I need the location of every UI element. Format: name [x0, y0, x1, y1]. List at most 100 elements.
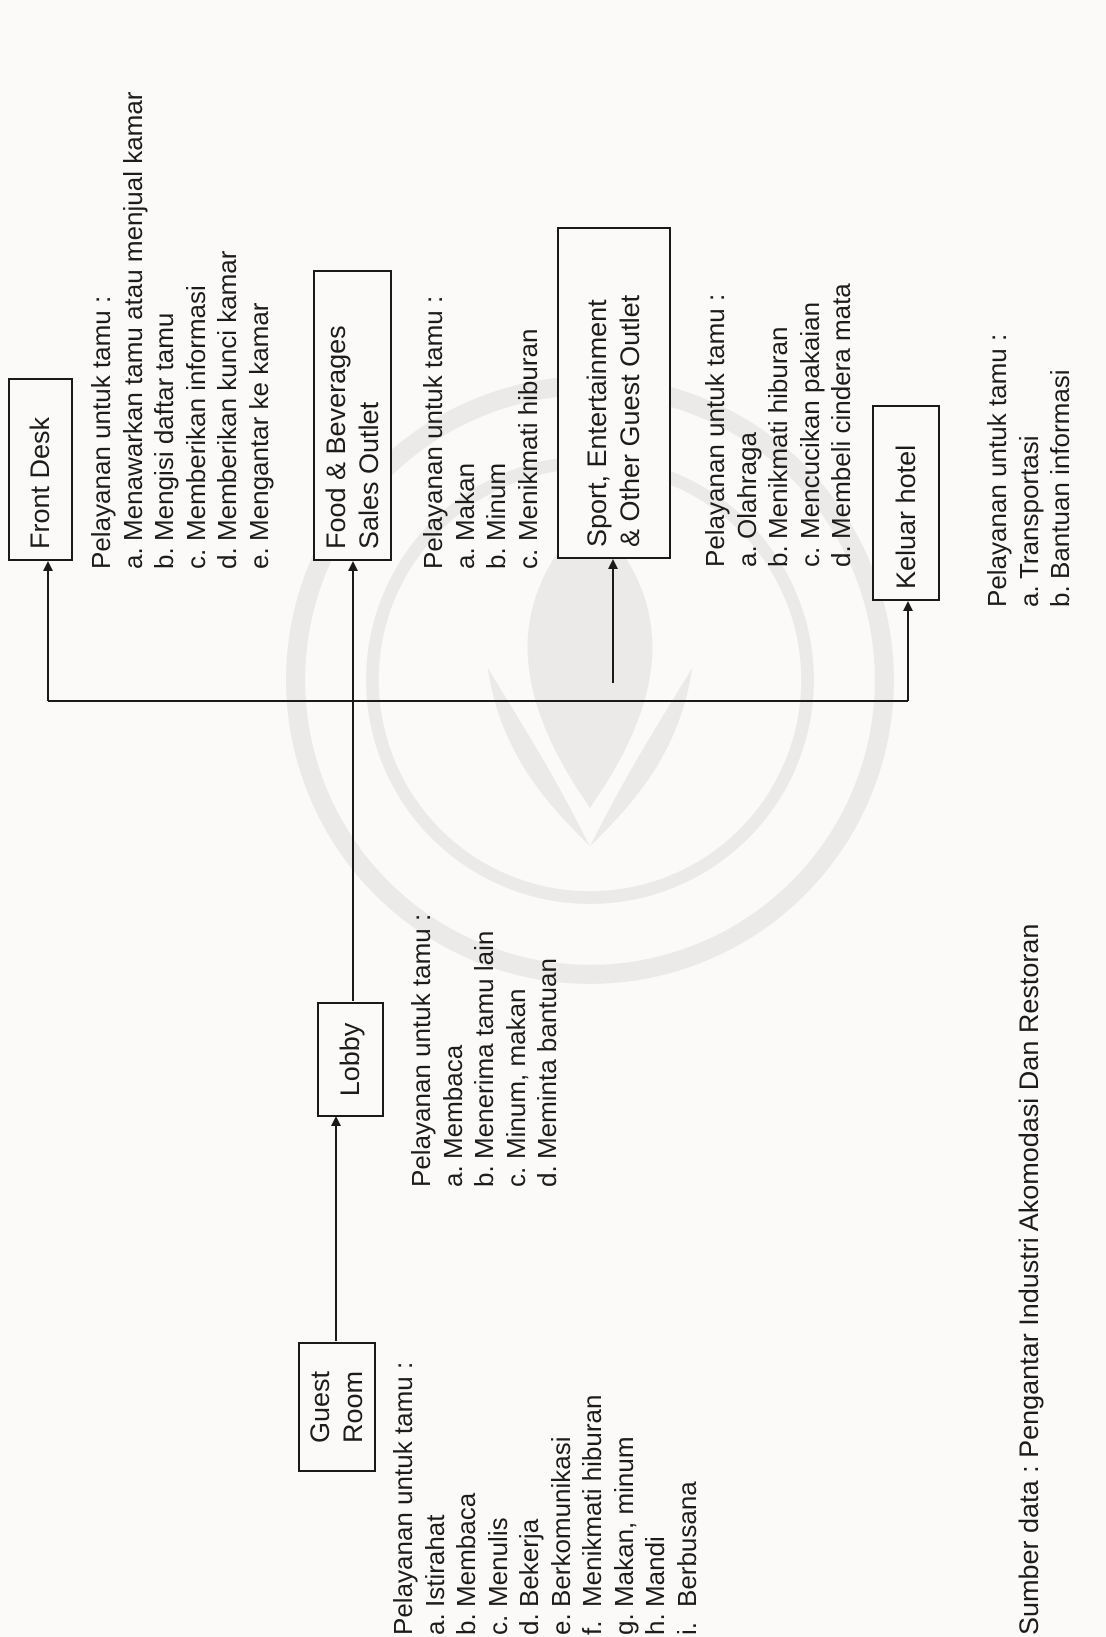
list-item: a. Olahraga [732, 283, 764, 567]
list-item: a. Makan [450, 296, 482, 569]
services-keluar-hotel-heading: Pelayanan untuk tamu : [982, 333, 1012, 607]
node-food-beverages: Food & Beverages Sales Outlet [313, 270, 392, 561]
list-marker: a. [117, 547, 148, 569]
list-item: e. Mengantar ke kamar [244, 92, 276, 569]
services-sport-outlet: Pelayanan untuk tamu : a. Olahraga b. Meni… [700, 283, 858, 567]
list-marker: a. [1013, 585, 1044, 607]
list-item: b. Minum [481, 296, 513, 569]
list-item: d. Bekerja [514, 1362, 546, 1635]
list-item: b. Membaca [451, 1362, 483, 1635]
list-marker: e. [545, 1613, 576, 1635]
list-item: a.Transportasi [1014, 334, 1046, 607]
list-item: c. Menikmati hiburan [513, 296, 545, 569]
list-marker: c. [512, 548, 543, 569]
list-marker: c. [482, 1614, 513, 1635]
list-text: Olahraga [731, 432, 762, 539]
list-text: Membaca [451, 1492, 481, 1607]
list-marker: d. [532, 1165, 562, 1187]
list-marker: b. [1045, 585, 1075, 607]
list-text: Makan, minum [608, 1436, 639, 1608]
list-marker: a. [419, 1613, 450, 1635]
node-front-desk-label: Front Desk [25, 416, 55, 549]
list-text: Menikmati hiburan [577, 1394, 607, 1607]
list-text: Meminta bantuan [532, 958, 562, 1159]
list-marker: a. [437, 1165, 468, 1187]
node-food-beverages-line-1: Food & Beverages [320, 325, 351, 549]
node-sport-outlet-line-1: Sport, Entertainment [582, 299, 612, 547]
list-text: Berbusana [671, 1481, 702, 1607]
list-item: c. Mencucikan pakaian [795, 283, 827, 567]
list-text: Menikmati hiburan [763, 326, 793, 539]
list-item: c. Menulis [483, 1362, 515, 1635]
list-item: d. Meminta bantuan [532, 914, 564, 1187]
list-text: Bekerja [514, 1518, 544, 1607]
list-marker: f. [577, 1620, 607, 1635]
services-front-desk-heading: Pelayanan untuk tamu : [86, 295, 116, 569]
list-item: b.Menerima tamu lain [469, 914, 501, 1187]
list-text: Berkomunikasi [545, 1436, 576, 1607]
list-marker: c. [180, 548, 211, 569]
list-item: h. Mandi [640, 1362, 672, 1635]
list-text: Makan [449, 462, 480, 541]
node-lobby-label: Lobby [335, 1022, 365, 1097]
node-lobby: Lobby [317, 1002, 384, 1117]
list-marker: c. [794, 546, 825, 567]
list-marker: a. [449, 547, 480, 569]
list-item: d. Memberikan kunci kamar [212, 92, 244, 569]
list-marker: a. [731, 545, 762, 567]
list-item: g. Makan, minum [608, 1362, 641, 1636]
list-text: Menikmati hiburan [512, 328, 543, 541]
node-keluar-hotel: Keluar hotel [872, 405, 940, 601]
source-note: Sumber data : Pengantar Industri Akomoda… [1014, 923, 1044, 1635]
list-text: Menulis [482, 1517, 513, 1607]
list-item: c.Memberikan informasi [181, 92, 213, 569]
node-sport-outlet-line-2: & Other Guest Outlet [615, 294, 645, 547]
list-item: c. Minum, makan [500, 914, 533, 1188]
node-keluar-hotel-label: Keluar hotel [890, 444, 921, 589]
list-marker: d. [212, 547, 242, 569]
list-text: Memberikan kunci kamar [212, 250, 242, 541]
list-item: i. Berbusana [672, 1362, 704, 1635]
services-guest-room-heading: Pelayanan untuk tamu : [388, 1361, 418, 1635]
list-text: Mengisi daftar tamu [149, 312, 179, 541]
list-text: Minum [481, 462, 511, 541]
list-marker: i. [671, 1622, 702, 1635]
list-marker: h. [640, 1613, 670, 1635]
list-item: b.Mengisi daftar tamu [149, 92, 181, 569]
services-food-beverages: Pelayanan untuk tamu : a. Makan b. Minum c… [418, 296, 544, 569]
services-sport-outlet-heading: Pelayanan untuk tamu : [700, 293, 730, 567]
list-item: e. Berkomunikasi [546, 1362, 578, 1635]
list-marker: b. [469, 1165, 499, 1187]
node-guest-room-line-1: Guest [305, 1370, 335, 1444]
node-sport-outlet: Sport, Entertainment & Other Guest Outle… [557, 227, 671, 559]
node-guest-room-line-2: Room [338, 1370, 368, 1444]
list-text: Minum, makan [500, 988, 531, 1160]
list-marker: b. [763, 545, 793, 567]
services-keluar-hotel: Pelayanan untuk tamu : a.Transportasi b.… [982, 334, 1077, 607]
list-text: Menawarkan tamu atau menjual kamar [117, 91, 148, 541]
list-text: Mencucikan pakaian [794, 301, 825, 539]
list-marker: d. [514, 1613, 544, 1635]
list-text: Mengantar ke kamar [243, 302, 274, 541]
list-marker: g. [608, 1613, 639, 1635]
list-marker: e. [243, 547, 274, 569]
list-item: a.Membaca [438, 914, 470, 1187]
list-item: f. Menikmati hiburan [577, 1362, 609, 1635]
list-item: d.Membeli cindera mata [826, 283, 858, 567]
list-item: b.Bantuan informasi [1045, 334, 1077, 607]
list-item: a. Menawarkan tamu atau menjual kamar [118, 92, 150, 569]
list-text: Membeli cindera mata [826, 283, 856, 539]
list-item: a. Istirahat [419, 1362, 452, 1636]
list-item: b. Menikmati hiburan [763, 283, 795, 567]
node-guest-room: Guest Room [298, 1342, 376, 1472]
services-front-desk: Pelayanan untuk tamu : a. Menawarkan tamu… [86, 92, 275, 569]
list-marker: b. [481, 547, 511, 569]
list-marker: c. [500, 1166, 531, 1187]
list-text: Istirahat [419, 1514, 450, 1608]
services-lobby-heading: Pelayanan untuk tamu : [406, 913, 436, 1187]
list-marker: b. [451, 1613, 481, 1635]
list-text: Mandi [640, 1536, 670, 1607]
services-food-beverages-heading: Pelayanan untuk tamu : [418, 295, 448, 569]
